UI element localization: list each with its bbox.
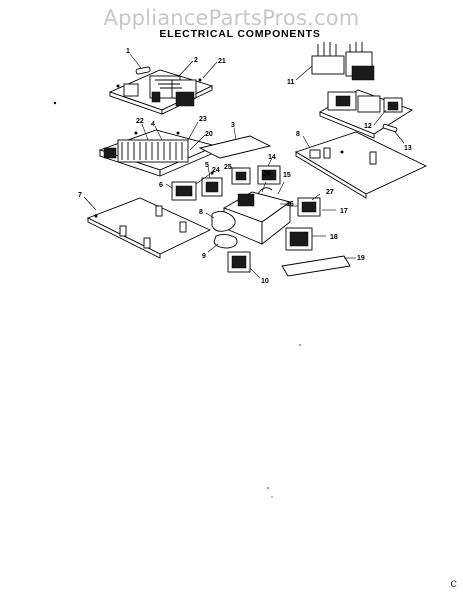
watermark: AppliancePartsPros.com [103, 6, 360, 30]
callout-9: 9 [202, 253, 206, 260]
callout-4: 4 [151, 121, 155, 128]
scan-speck [53, 101, 57, 105]
callout-24: 24 [212, 167, 220, 174]
part-fuse [129, 53, 151, 75]
part-power-transformer [285, 227, 326, 251]
part-insulator-sheet [281, 255, 356, 277]
callout-25: 25 [224, 164, 232, 171]
part-mounting-plate-left [83, 196, 212, 259]
callout-12: 12 [364, 123, 372, 130]
scan-speck [299, 344, 301, 346]
callout-labels: 1 2 21 11 22 4 23 3 20 12 13 8 5 25 14 2… [78, 48, 412, 285]
callout-6: 6 [159, 182, 163, 189]
callout-8-center: 8 [199, 209, 203, 216]
callout-27: 27 [326, 189, 334, 196]
part-control-board-upper-right [295, 42, 414, 144]
callout-14: 14 [268, 154, 276, 161]
callout-1: 1 [126, 48, 130, 55]
callout-3: 3 [231, 122, 235, 129]
callout-26: 26 [263, 171, 271, 178]
callout-11: 11 [287, 79, 295, 86]
part-wire-clip [205, 211, 238, 253]
part-choke-coil [227, 251, 261, 279]
callout-2: 2 [194, 57, 198, 64]
callout-10: 10 [261, 278, 269, 285]
diagram-title: ELECTRICAL COMPONENTS [159, 28, 321, 40]
part-relay-module [165, 171, 214, 201]
callout-20: 20 [205, 131, 213, 138]
part-mounting-plate-right [294, 131, 428, 199]
callout-5: 5 [205, 162, 209, 169]
callout-19: 19 [357, 255, 365, 262]
callout-7: 7 [78, 192, 82, 199]
callout-22: 22 [136, 118, 144, 125]
callout-17: 17 [340, 208, 348, 215]
part-small-transformer [290, 193, 336, 217]
callout-18: 18 [330, 234, 338, 241]
callout-8-right: 8 [296, 131, 300, 138]
callout-13: 13 [404, 145, 412, 152]
part-control-board-upper-left [108, 60, 218, 115]
part-insulator-strip [198, 127, 272, 159]
corner-mark: c [450, 576, 457, 590]
callout-16: 16 [286, 201, 294, 208]
callout-23: 23 [199, 116, 207, 123]
part-relay-board [98, 121, 218, 177]
callout-21: 21 [218, 58, 226, 65]
scan-speck [271, 496, 273, 498]
scan-speck [267, 487, 269, 489]
part-transformer-cluster [201, 157, 292, 245]
callout-15: 15 [283, 172, 291, 179]
